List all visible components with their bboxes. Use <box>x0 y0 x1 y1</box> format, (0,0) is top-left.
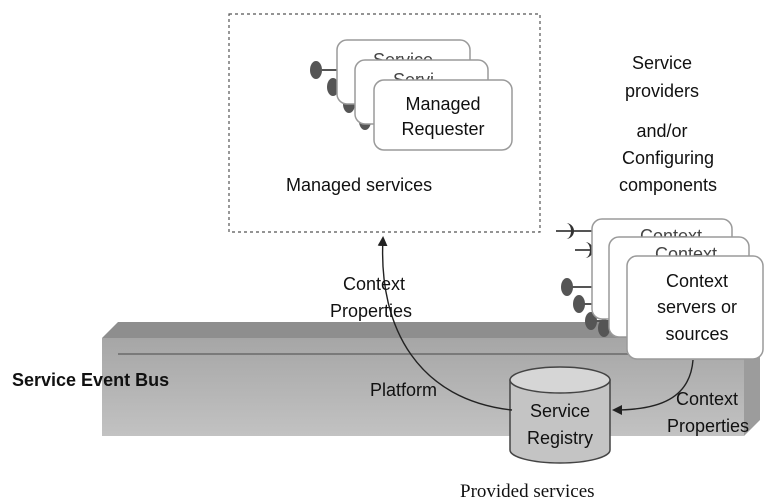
arrow-registry-to-managed <box>377 236 513 411</box>
providers-line4: Configuring <box>622 148 714 168</box>
connector-dot-icon <box>585 312 597 330</box>
context-card-line1: Context <box>666 271 728 291</box>
context-servers-stack: Context Context Context servers or sourc… <box>556 218 764 360</box>
registry-line2: Registry <box>527 428 593 448</box>
registry-line1: Service <box>530 401 590 421</box>
managed-card-label-line1: Managed <box>405 94 480 114</box>
providers-line2: providers <box>625 81 699 101</box>
registry-body <box>509 379 611 464</box>
connector-dot-icon <box>310 61 322 79</box>
arrow-right-label-line2: Properties <box>667 416 749 436</box>
context-card-line3: sources <box>665 324 728 344</box>
socket-icon <box>585 242 593 258</box>
connector-dot-icon <box>327 78 339 96</box>
managed-card-label-line2: Requester <box>401 119 484 139</box>
providers-line1: Service <box>632 53 692 73</box>
providers-line3: and/or <box>636 121 687 141</box>
context-balls <box>561 278 630 337</box>
provided-services-caption: Provided services <box>460 481 595 501</box>
arrow-context-to-registry <box>612 359 694 415</box>
managed-card-front <box>373 79 513 151</box>
arrow-up-label-line2: Properties <box>330 301 412 321</box>
connector-dot-icon <box>561 278 573 296</box>
managed-services-box: Service Servi Managed Requester Managed … <box>228 13 541 233</box>
arrow-up-label-line1: Context <box>343 274 405 294</box>
registry-top <box>509 366 611 394</box>
arrow-right-label-line1: Context <box>676 389 738 409</box>
service-providers-label: Service providers and/or Configuring com… <box>619 53 717 195</box>
connector-dot-icon <box>573 295 585 313</box>
socket-icon <box>566 223 574 239</box>
connector-dot-icon <box>598 319 610 337</box>
context-card-front <box>626 255 764 360</box>
providers-line5: components <box>619 175 717 195</box>
bus-label: Service Event Bus <box>12 370 169 390</box>
managed-services-caption: Managed services <box>286 175 432 195</box>
context-card-line2: servers or <box>657 297 737 317</box>
service-registry: Service Registry <box>509 366 611 464</box>
platform-label: Platform <box>370 380 437 400</box>
managed-box-border <box>228 13 541 233</box>
